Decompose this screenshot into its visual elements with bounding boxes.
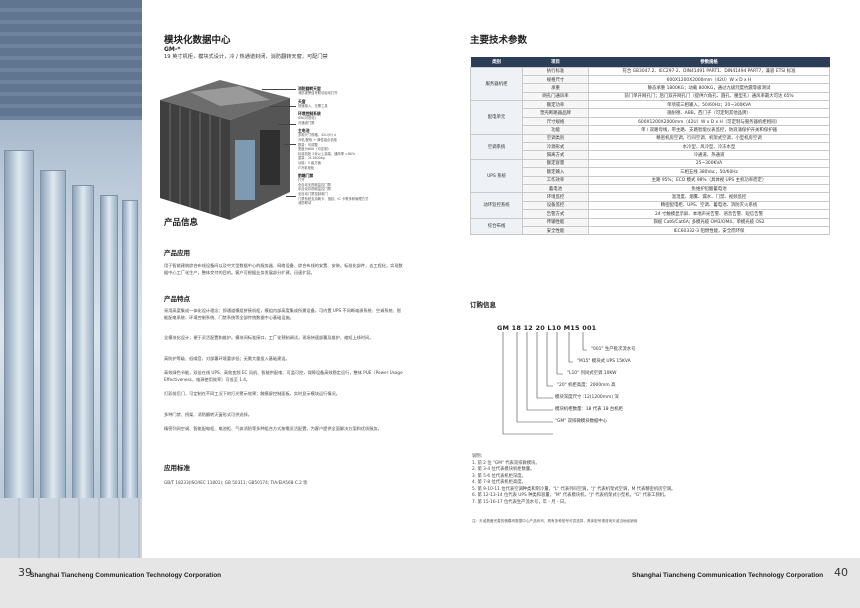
standards-text: GB/T 18233(ISO/IEC 11801); GB 50311; GB5… <box>164 480 308 485</box>
spec-title: 主要技术参数 <box>470 35 528 46</box>
col-item: 项目 <box>522 57 589 67</box>
col-spec: 参数规格 <box>588 57 830 67</box>
table-row: 动环监控系统环境监控温湿度、烟雾、漏水、门禁、视频监控 <box>470 192 830 219</box>
note-item: 6. 第 12-13-14 位代表 UPS 种类和容量，"M" 代表模块机，"J… <box>472 493 669 498</box>
page-number-left: 39 <box>18 566 32 579</box>
callout-skylight: 天窗 快速接入，无需工具 <box>298 98 328 108</box>
table-header-row: 类别 项目 参数规格 <box>470 57 830 67</box>
callout-line <box>262 89 296 90</box>
product-title: 模块化数据中心 <box>164 35 231 46</box>
feature-callouts: 消防翻转天窗 消防报警信号联动自动打开 天窗 快速接入，无需工具 环境控制系统 … <box>298 86 398 209</box>
model-code: GM-* <box>164 46 181 53</box>
note-item: 4. 第 7-8 位代表机柜高度。 <box>472 480 526 485</box>
spec-table: 类别 项目 参数规格 服务器机柜执行标准符合 GB3047.2、IEC297-2… <box>470 57 830 236</box>
product-subtitle: 19 英寸机柜，模块式设计，冷 / 热通道封闭，消防翻转天窗，可配门禁 <box>164 54 328 60</box>
category-cell: 配电单元 <box>470 100 523 135</box>
callout-line <box>278 124 296 125</box>
feature-6: 多种门禁、桥架、消防翻转天窗形式可供选择。 <box>164 412 252 417</box>
table-row: 冷源形式水冷型、风冷型、冷冻水型 <box>471 141 830 152</box>
note-item: 5. 第 9-10-11 位代表空调种类和制冷量，"L" 代表列间空调，"J" … <box>472 486 676 492</box>
category-cell: 服务器机柜 <box>470 66 523 102</box>
col-category: 类别 <box>470 57 523 67</box>
order-code: GM 18 12 20 L10 M15 001 <box>497 324 597 332</box>
table-row: 塑壳断路器品牌施耐德、ABB、西门子（可定制其他品牌） <box>471 108 830 118</box>
notes-title: 说明： <box>472 454 485 459</box>
fine-print: 注：天诚具备完善的微模块数据中心产品系列，具有多种型号可供选择，具体型号请咨询天… <box>472 519 638 523</box>
order-code-diagram <box>502 332 587 435</box>
note-item: 7. 第 15-16-17 位代表生产流水号，年 - 月 - 日。 <box>472 499 569 505</box>
order-label-gm: "GM" 双排微模块数据中心 <box>555 419 608 424</box>
category-cell: 空调系统 <box>470 133 523 160</box>
note-item: 3. 第 5-6 位代表机柜深度。 <box>472 473 526 479</box>
category-cell: 动环监控系统 <box>470 192 523 219</box>
order-label-depth: 模块深度尺寸 :12(1200mm) 深 <box>555 395 619 400</box>
table-row: 服务器机柜执行标准符合 GB3047.2、IEC297-2、DIN41491 P… <box>470 66 830 102</box>
callout-line <box>270 106 296 107</box>
module-illustration <box>160 80 290 220</box>
table-row: 综合布线传输性能铜缆 Cat6/Cat6A; 多模光缆 OM3/OM4、单模光缆… <box>470 217 830 236</box>
features-heading: 产品特点 <box>164 295 190 303</box>
table-row: 额定输入三相五线 380Vac，50/60Hz <box>471 167 830 177</box>
callout-front-access: 前端门禁 打开 全自动无视频监控门禁 手自动存视频监控门禁 全自动门禁控制和门 … <box>298 173 369 206</box>
feature-1: 采用高度集成一体化设计理念：即通道模组拼接机柜，模组内部高度集成所需设备，可内置… <box>164 308 402 320</box>
order-label-serial: "001" 生产批次流水号 <box>591 347 636 352</box>
corp-name-right: Shanghai Tiancheng Communication Technol… <box>632 572 824 579</box>
application-heading: 产品应用 <box>164 249 190 257</box>
table-row: 配电单元额定功率单项或三相输入，50/60Hz；20~300KVA <box>470 100 830 135</box>
callout-main-battery: 主电池 多种尺寸规格，42U(H) × 冷机/配柜 + 弹性组合机柜 数量：可调… <box>298 128 356 170</box>
category-cell: UPS 系统 <box>470 158 523 194</box>
table-row: 空调系统空调类别精密机房空调，行间空调、机架式空调，小型机房空调 <box>470 133 830 160</box>
product-info-heading: 产品信息 <box>164 218 199 228</box>
standards-heading: 应用标准 <box>164 464 190 472</box>
table-row: 隔离方式冷通道、热通道 <box>471 150 830 160</box>
table-row: 网孔门通风率前门单开网孔门；后门双开网孔门（提供六角孔、圆孔、腰型孔）通风率最大… <box>471 91 830 102</box>
feature-7: 精密列间空调、智能配电柜、电池柜、气体消防等多种组合方式按需灵活配置，为客户提供… <box>164 426 382 431</box>
note-item: 1. 前 2 位 "GM" 代表双排微模块。 <box>472 460 540 466</box>
table-row: 工作效率主路 95%；ECO 模式 98%（具体视 UPS 主机功率而定） <box>471 175 830 185</box>
table-row: 功能单 / 双路母线，带主路、支路智能仪表监控，防浪涌保护开关和保护器 <box>471 125 830 135</box>
feature-5: 灯彩前后门，可定制在不同工况下的打光警示效果；触摸屏控制面板，实时显示模块运行情… <box>164 391 340 396</box>
datacenter-photo <box>0 0 142 558</box>
order-label-ups: "M15" 模块式 UPS 15KVA <box>577 359 631 364</box>
category-cell: 综合布线 <box>470 217 523 236</box>
callout-env-control: 环境控制系统 IEN(可视化) 冷通道门禁 <box>298 111 321 125</box>
order-label-ac: "L10" 列间式空调 10KW <box>567 371 617 376</box>
feature-2: 全模块化设计，便于灵活配置和维护。模块间标准接口，工厂化预制调试，现场快速部署及… <box>164 335 374 340</box>
table-row: 蓄电池免维护铅酸蓄电池 <box>471 183 830 194</box>
order-notes: 说明： 1. 前 2 位 "GM" 代表双排微模块。 2. 第 3-4 位代表模… <box>472 454 675 506</box>
corp-name-left: Shanghai Tiancheng Communication Technol… <box>30 572 222 579</box>
callout-line <box>286 196 296 197</box>
order-heading: 订购信息 <box>470 301 496 309</box>
table-row: 设备监控精密配电柜、UPS、空调、蓄电池、消防灭火系统 <box>471 200 830 211</box>
feature-3: 高防护等级、低噪音，对部署环境要求低；无需大量投入基础建设。 <box>164 356 290 361</box>
application-text: 用于智能建筑综合布线设备间以及中大型数据中心的服务器、网络设备、综合布线的安置、… <box>164 263 403 275</box>
page-number-right: 40 <box>834 566 848 579</box>
order-label-count: 模块机柜数量：18 代表 18 台机柜 <box>555 407 624 412</box>
callout-fire-skylight: 消防翻转天窗 消防报警信号联动自动打开 <box>298 86 338 95</box>
order-label-height: "20" 机柜高度：2000mm 高 <box>557 383 616 388</box>
note-item: 2. 第 3-4 位代表模块机柜数量。 <box>472 467 535 472</box>
page-footer: 39 Shanghai Tiancheng Communication Tech… <box>0 558 860 608</box>
feature-4: 高效绿色节能，双倍在线 UPS、高效变频 EC 风机、智能供配电、可监可控，保障… <box>164 370 403 382</box>
callout-line <box>284 144 296 145</box>
table-row: 承重静态承重 1800KG；动载 800KG，通过九级烈度抗震等级测试 <box>471 83 830 93</box>
